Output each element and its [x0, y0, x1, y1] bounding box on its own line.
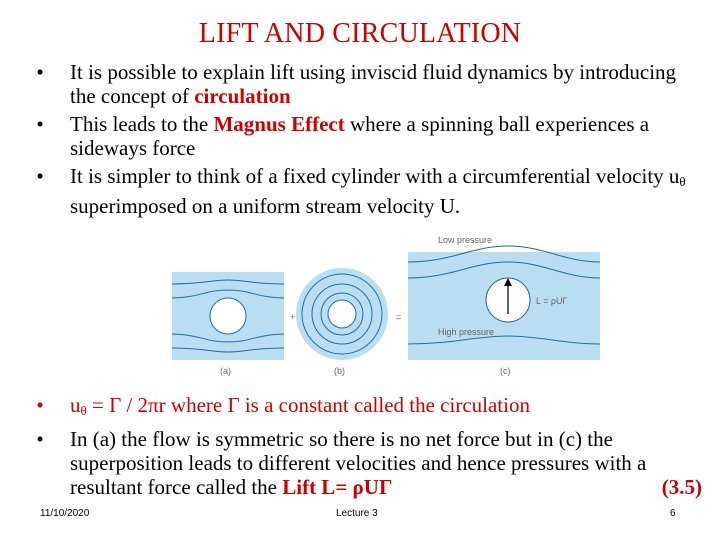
bullet-lift-result: • In (a) the flow is symmetric so there … [30, 427, 702, 499]
equation-text: = Γ / 2πr where Γ is a constant called t… [86, 393, 530, 417]
lift-arrow-head [504, 278, 512, 286]
bullet-text: In (a) the flow is symmetric so there is… [70, 427, 647, 499]
equals-sign: = [396, 312, 401, 322]
subscript-theta: θ [679, 174, 686, 189]
cylinder-a [209, 297, 247, 335]
lift-formula-label: L = ρUΓ [536, 296, 568, 306]
top-bullet-list: • It is possible to explain lift using i… [30, 60, 690, 222]
high-pressure-label: High pressure [438, 327, 494, 337]
streamlines-c [407, 245, 600, 345]
bullet-text: where a spinning ball experiences a side… [70, 112, 650, 160]
bullet-dot: • [36, 393, 44, 417]
lift-equation: Lift L= ρUΓ [282, 475, 393, 499]
low-pressure-label: Low pressure [438, 235, 492, 245]
plus-sign: + [290, 312, 295, 322]
bullet-dot: • [36, 164, 44, 188]
bullet-text: superimposed on a uniform stream velocit… [70, 194, 461, 218]
bullet-circulation: • It is possible to explain lift using i… [30, 60, 690, 108]
label-a: (a) [220, 366, 231, 376]
subscript-theta: θ [80, 403, 87, 418]
bullet-u-theta-equation: • uθ = Γ / 2πr where Γ is a constant cal… [30, 393, 690, 423]
bullet-dot: • [36, 112, 44, 136]
circulation-rings [301, 273, 383, 355]
bullet-text: This leads to the [70, 112, 214, 136]
footer-lecture: Lecture 3 [336, 508, 378, 519]
bullet-dot: • [36, 60, 44, 84]
bullet-text: It is simpler to think of a fixed cylind… [70, 164, 680, 188]
cylinder-b [327, 299, 357, 329]
bullet-magnus: • This leads to the Magnus Effect where … [30, 112, 690, 160]
panel-a-uniform-flow: (a) [172, 272, 285, 376]
panel-b-circulation: (b) [296, 268, 388, 376]
bullet-fixed-cylinder: • It is simpler to think of a fixed cyli… [30, 164, 690, 218]
bottom-bullet-list: • uθ = Γ / 2πr where Γ is a constant cal… [30, 393, 702, 503]
panel-c-combined-flow: L = ρUΓ Low pressure High pressure (c) [407, 235, 600, 376]
label-b: (b) [334, 366, 345, 376]
slide-title: LIFT AND CIRCULATION [198, 18, 522, 49]
label-c: (c) [500, 366, 511, 376]
highlight-circulation: circulation [194, 84, 291, 108]
streamlines-a [172, 279, 285, 353]
flow-diagram: (a) + (b) = L = ρUΓ Low pressure High pr… [172, 235, 600, 376]
u-symbol: u [70, 393, 81, 417]
footer-date: 11/10/2020 [40, 508, 90, 519]
bullet-dot: • [36, 427, 44, 451]
bullet-text: It is possible to explain lift using inv… [70, 60, 677, 108]
equation-number: (3.5) [661, 475, 702, 499]
highlight-magnus-effect: Magnus Effect [213, 112, 345, 136]
footer-page-number: 6 [670, 508, 676, 519]
